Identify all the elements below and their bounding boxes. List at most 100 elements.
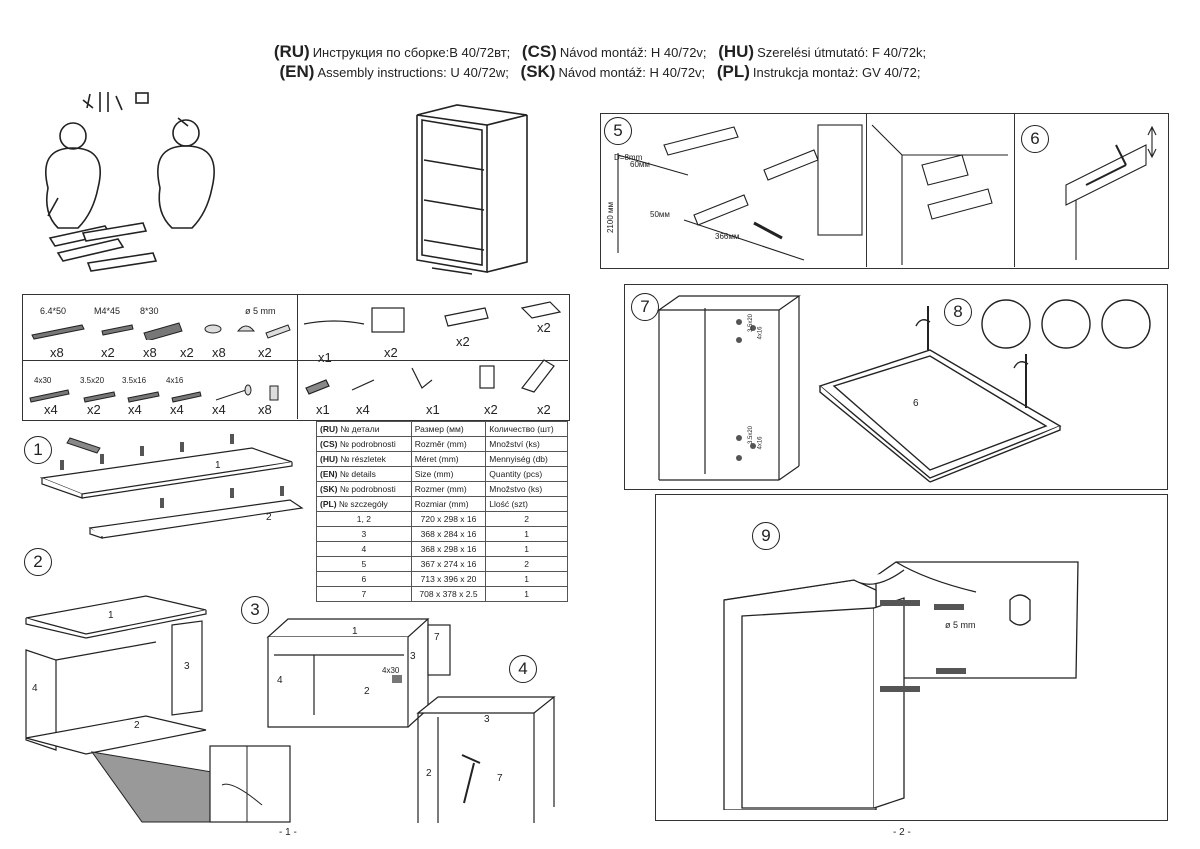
hw-size-label: 4x30 (34, 376, 52, 385)
parts-table-cell: 2 (485, 556, 568, 572)
dimension-366mm: 366мм (715, 232, 740, 241)
hinge-screw-label: 4x16 (757, 326, 764, 340)
parts-table-cell: 367 x 274 x 16 (410, 556, 487, 572)
two-person-assembly-icon (44, 92, 215, 272)
parts-table-lang-cell: (CS) № podrobnosti (316, 436, 412, 452)
detail-label: № details (339, 469, 376, 479)
lang-code: (RU) (320, 424, 338, 434)
parts-table-cell: 720 x 298 x 16 (410, 511, 487, 527)
part-label-2: 2 (364, 686, 370, 697)
part-label-6: 6 (913, 398, 919, 409)
part-label-1: 1 (352, 626, 358, 637)
hw-size-label: 4x16 (166, 376, 184, 385)
hw-qty: x2 (537, 402, 551, 417)
step-2-assembly-icon (25, 595, 291, 823)
header-line-1: (RU)Инструкция по сборке:В 40/72вт; (CS)… (273, 42, 927, 61)
hardware-col-divider (297, 294, 298, 419)
parts-table-cell: 4 (316, 541, 412, 557)
hw-qty: x8 (143, 345, 157, 360)
parts-table-header-cell: Množství (ks) (485, 436, 568, 452)
step-5-number: 5 (604, 117, 632, 145)
part-label-3: 3 (184, 661, 190, 672)
hardware-fittings-icon (303, 301, 562, 395)
parts-table-lang-cell: (PL) № szczegóły (316, 496, 412, 512)
hinge-screw-label: 3.5x20 (748, 313, 755, 333)
hw-size-label: M4*45 (94, 306, 121, 316)
step-7-8-box (624, 284, 1168, 490)
hinge-screw-label: 4x16 (757, 436, 764, 450)
step-7-number: 7 (631, 293, 659, 321)
parts-table-header-cell: Quantity (pcs) (485, 466, 568, 482)
detail-label: № детали (340, 424, 380, 434)
parts-table-lang-cell: (RU) № детали (316, 421, 412, 437)
step-5-wall-mount-icon (617, 124, 863, 261)
parts-table-header-cell: Размер (мм) (410, 421, 487, 437)
hinge-screw-label: 3.5x20 (748, 425, 755, 445)
lang-code: (EN) (320, 469, 338, 479)
parts-table-cell: 1 (485, 541, 568, 557)
parts-table-cell: 3 (316, 526, 412, 542)
lang-code: (PL) (320, 499, 337, 509)
hardware-row1-parts-icon (31, 322, 291, 340)
drill-diameter-label: D=8mm (614, 153, 643, 162)
parts-table-lang-cell: (EN) № details (316, 466, 412, 482)
part-label-7: 7 (434, 632, 440, 643)
parts-table-cell: 1 (485, 571, 568, 587)
hw-qty: x8 (212, 345, 226, 360)
parts-table-cell: 713 x 396 x 20 (410, 571, 487, 587)
step-8-number: 8 (944, 298, 972, 326)
drill-bit-label: ø 5 mm (945, 620, 976, 630)
dimension-2100mm: 2100 мм (606, 201, 616, 234)
lang-code: (HU) (320, 454, 338, 464)
dimension-50mm: 50мм (650, 210, 670, 219)
divider (866, 113, 867, 267)
hw-qty: x8 (258, 402, 272, 417)
parts-table-header-cell: Llość (szt) (485, 496, 568, 512)
part-label-1: 1 (108, 610, 114, 621)
hw-size-label: 6.4*50 (40, 306, 67, 316)
screw-size-label: 4x30 (382, 666, 400, 675)
parts-table-cell: 6 (316, 571, 412, 587)
cabinet-preview-icon (416, 104, 528, 275)
parts-table-cell: 1 (485, 526, 568, 542)
step-6-number: 6 (1021, 125, 1049, 153)
hardware-box (22, 294, 570, 421)
step-4-back-panel-icon (416, 696, 556, 823)
dimension-60mm: 60мм (630, 160, 650, 169)
hw-qty: x1 (316, 402, 330, 417)
step-2-number: 2 (24, 548, 52, 576)
parts-table-lang-cell: (HU) № részletek (316, 451, 412, 467)
step-1-number: 1 (24, 436, 52, 464)
lang-code: (CS) (320, 439, 338, 449)
part-label-3: 3 (410, 651, 416, 662)
hardware-row-divider (22, 360, 568, 361)
step-6-hanger-adjust-icon (1065, 125, 1157, 260)
hw-qty: x8 (50, 345, 64, 360)
parts-table-header-cell: Méret (mm) (410, 451, 487, 467)
parts-table-header-cell: Rozměr (mm) (410, 436, 487, 452)
hardware-row2-parts-icon (29, 384, 279, 403)
divider (1014, 113, 1015, 267)
header-line-2: (EN)Assembly instructions: U 40/72w; (SK… (279, 62, 921, 81)
parts-table-cell: 7 (316, 586, 412, 602)
parts-table-cell: 1, 2 (316, 511, 412, 527)
step-4-number: 4 (509, 655, 537, 683)
part-label-7: 7 (497, 773, 503, 784)
hw-size-label: 8*30 (140, 306, 159, 316)
parts-table-cell: 5 (316, 556, 412, 572)
part-label-2: 2 (266, 512, 272, 523)
parts-table-header-cell: Size (mm) (410, 466, 487, 482)
part-label-4: 4 (277, 675, 283, 686)
parts-table-cell: 1 (485, 586, 568, 602)
detail-label: № részletek (340, 454, 386, 464)
parts-table-cell: 368 x 298 x 16 (410, 541, 487, 557)
hw-qty: x2 (258, 345, 272, 360)
rail-detail-icon (871, 124, 1008, 265)
hw-qty: x2 (484, 402, 498, 417)
